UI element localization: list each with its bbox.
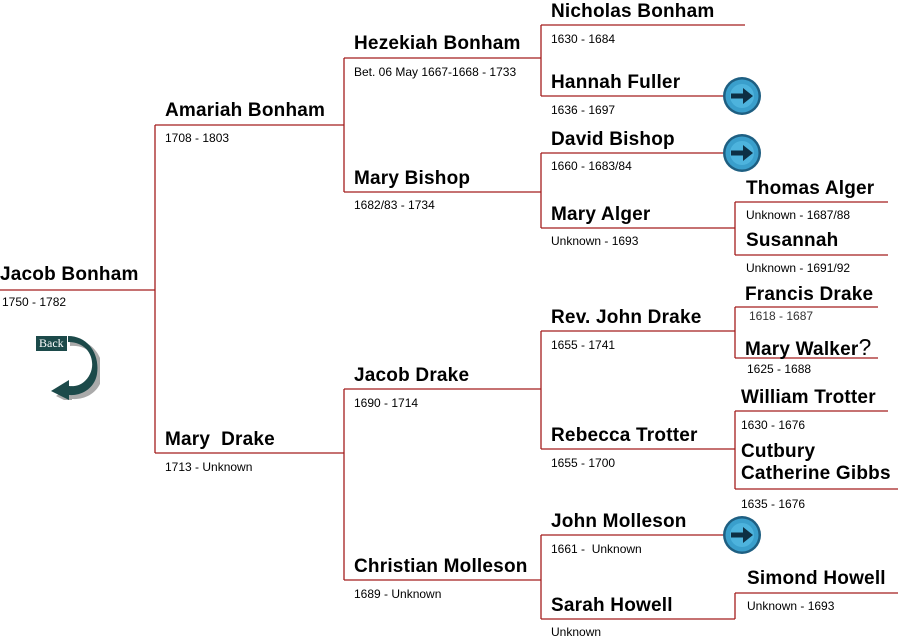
person-dates: 1713 - Unknown (165, 460, 253, 474)
person-cutbury-catherine-gibbs[interactable]: Cutbury Catherine Gibbs (741, 441, 891, 485)
person-christian-molleson[interactable]: Christian Molleson (354, 556, 528, 578)
person-dates: Bet. 06 May 1667-1668 - 1733 (354, 65, 517, 79)
person-jacob-drake[interactable]: Jacob Drake (354, 365, 469, 387)
back-button[interactable]: Back (34, 334, 100, 400)
person-name: John Molleson (551, 511, 687, 532)
person-simond-howell[interactable]: Simond Howell (747, 568, 886, 590)
person-name: Rebecca Trotter (551, 425, 698, 446)
person-name: Hannah Fuller (551, 72, 681, 93)
person-dates: 1655 - 1741 (551, 338, 616, 352)
person-hannah-fuller[interactable]: Hannah Fuller (551, 72, 680, 94)
person-name: Nicholas Bonham (551, 1, 715, 22)
person-name: Francis Drake (745, 284, 874, 305)
person-name: Jacob Bonham (0, 264, 139, 285)
person-name: Mary Walker (745, 339, 859, 360)
person-name: Simond Howell (747, 568, 886, 589)
person-name: Susannah (746, 230, 839, 251)
person-name: Thomas Alger (746, 178, 875, 199)
uncertain-mark: ? (858, 334, 872, 360)
person-name: Rev. John Drake (551, 307, 702, 328)
person-name: Amariah Bonham (165, 100, 326, 121)
person-dates: 1661 - Unknown (551, 542, 642, 556)
person-francis-drake[interactable]: Francis Drake (745, 284, 873, 306)
person-dates: 1682/83 - 1734 (354, 198, 435, 212)
person-david-bishop[interactable]: David Bishop (551, 129, 675, 151)
person-rev-john-drake[interactable]: Rev. John Drake (551, 307, 701, 329)
person-dates: 1630 - 1676 (741, 418, 806, 432)
arrow-right-icon (723, 134, 761, 172)
arrow-right-icon (723, 77, 761, 115)
expand-arrow-hannah-fuller[interactable] (722, 76, 762, 116)
person-name: Mary Bishop (354, 168, 471, 189)
person-name: Sarah Howell (551, 595, 673, 616)
person-dates: 1618 - 1687 (749, 309, 814, 323)
person-name: Jacob Drake (354, 365, 470, 386)
person-amariah-bonham[interactable]: Amariah Bonham (165, 100, 325, 122)
person-mary-alger[interactable]: Mary Alger (551, 204, 651, 226)
person-nicholas-bonham[interactable]: Nicholas Bonham (551, 1, 714, 23)
person-mary-walker[interactable]: Mary Walker? (745, 334, 871, 361)
person-thomas-alger[interactable]: Thomas Alger (746, 178, 874, 200)
expand-arrow-john-molleson[interactable] (722, 515, 762, 555)
person-dates: 1635 - 1676 (741, 497, 806, 511)
curved-back-arrow-icon (51, 336, 100, 400)
person-dates: 1708 - 1803 (165, 131, 230, 145)
person-name: William Trotter (741, 387, 876, 408)
expand-arrow-david-bishop[interactable] (722, 133, 762, 173)
person-dates: Unknown (551, 625, 602, 639)
person-mary-drake[interactable]: Mary Drake (165, 429, 275, 451)
person-rebecca-trotter[interactable]: Rebecca Trotter (551, 425, 698, 447)
person-dates: Unknown - 1693 (551, 234, 639, 248)
person-dates: 1625 - 1688 (747, 362, 812, 376)
person-sarah-howell[interactable]: Sarah Howell (551, 595, 673, 617)
person-dates: Unknown - 1693 (747, 599, 835, 613)
person-mary-bishop[interactable]: Mary Bishop (354, 168, 470, 190)
person-jacob-bonham[interactable]: Jacob Bonham (0, 264, 139, 286)
person-dates: 1655 - 1700 (551, 456, 616, 470)
back-label: Back (36, 336, 67, 351)
person-susannah[interactable]: Susannah (746, 230, 838, 252)
person-name: Hezekiah Bonham (354, 33, 521, 54)
person-dates: 1636 - 1697 (551, 103, 616, 117)
person-name: Mary Drake (165, 429, 275, 450)
person-dates: Unknown - 1687/88 (746, 208, 851, 222)
person-dates: Unknown - 1691/92 (746, 261, 851, 275)
person-john-molleson[interactable]: John Molleson (551, 511, 687, 533)
person-hezekiah-bonham[interactable]: Hezekiah Bonham (354, 33, 521, 55)
arrow-right-icon (723, 516, 761, 554)
person-name-line2: Catherine Gibbs (741, 463, 891, 484)
person-name: Christian Molleson (354, 556, 528, 577)
person-dates: 1689 - Unknown (354, 587, 442, 601)
person-dates: 1690 - 1714 (354, 396, 419, 410)
person-name-line1: Cutbury (741, 441, 816, 462)
person-william-trotter[interactable]: William Trotter (741, 387, 876, 409)
person-dates: 1660 - 1683/84 (551, 159, 632, 173)
person-dates: 1750 - 1782 (2, 295, 67, 309)
person-dates: 1630 - 1684 (551, 32, 616, 46)
person-name: David Bishop (551, 129, 675, 150)
person-name: Mary Alger (551, 204, 651, 225)
